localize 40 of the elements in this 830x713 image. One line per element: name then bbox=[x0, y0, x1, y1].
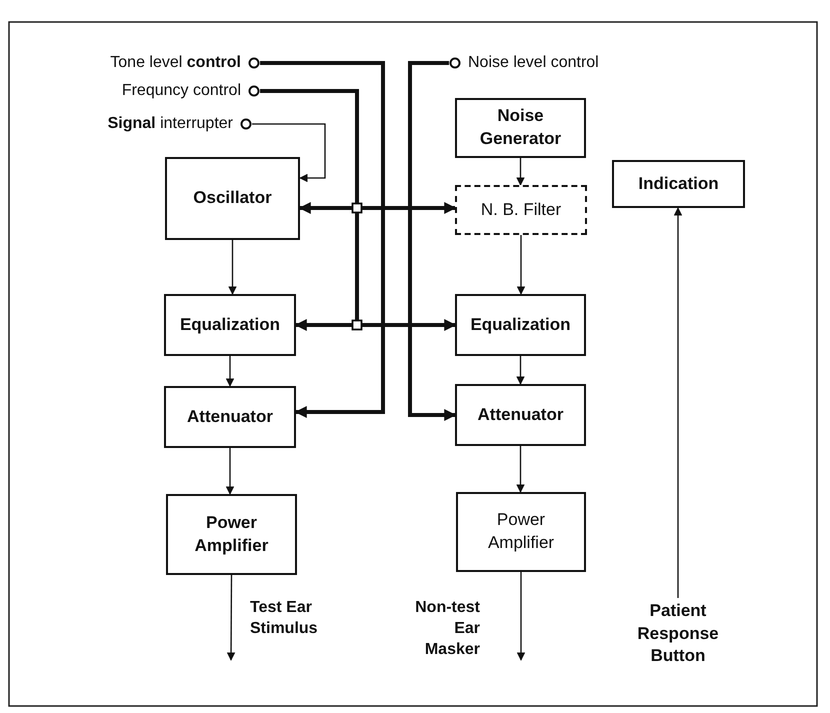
block-label: Indication bbox=[637, 172, 720, 195]
response-label: Patient Response Button bbox=[636, 600, 720, 668]
control-arrow bbox=[260, 61, 385, 418]
output-label: Non-test Ear Masker bbox=[414, 598, 480, 660]
control-label: Signal interrupter bbox=[108, 114, 233, 134]
signal-arrow bbox=[228, 240, 237, 295]
signal-arrow bbox=[516, 446, 525, 493]
control-label: Noise level control bbox=[468, 53, 599, 74]
block-label: Oscillator bbox=[192, 187, 273, 210]
output-label: Test Ear Stimulus bbox=[250, 598, 319, 639]
signal-arrow bbox=[516, 235, 526, 295]
signal-arrow bbox=[226, 575, 236, 661]
block-box bbox=[456, 492, 586, 572]
dashed-block-box bbox=[455, 185, 587, 235]
signal-arrow bbox=[516, 158, 525, 186]
signal-arrow bbox=[674, 207, 682, 598]
block-box bbox=[455, 294, 586, 356]
block-label: Power Amplifier bbox=[486, 509, 556, 554]
block-box bbox=[164, 386, 296, 448]
block-box bbox=[455, 384, 586, 446]
block-box bbox=[164, 294, 296, 356]
signal-arrow bbox=[516, 572, 526, 661]
block-label: Equalization bbox=[178, 314, 282, 336]
signal-arrow bbox=[226, 448, 234, 495]
signal-arrow bbox=[226, 356, 234, 387]
control-arrow bbox=[408, 61, 456, 421]
block-box bbox=[166, 494, 297, 575]
block-label: Power Amplifier bbox=[194, 512, 270, 556]
block-label: Equalization bbox=[469, 314, 572, 336]
control-label: Tone level control bbox=[110, 53, 241, 74]
control-label: Frequncy control bbox=[122, 81, 241, 102]
signal-arrow bbox=[516, 356, 525, 385]
block-box bbox=[165, 157, 300, 240]
block-box bbox=[612, 160, 745, 208]
block-label: Attenuator bbox=[476, 404, 564, 426]
block-label: Attenuator bbox=[186, 406, 274, 428]
block-box bbox=[455, 98, 586, 158]
signal-arrow bbox=[252, 123, 326, 182]
block-label: Noise Generator bbox=[478, 105, 562, 150]
block-label: N. B. Filter bbox=[480, 198, 562, 221]
